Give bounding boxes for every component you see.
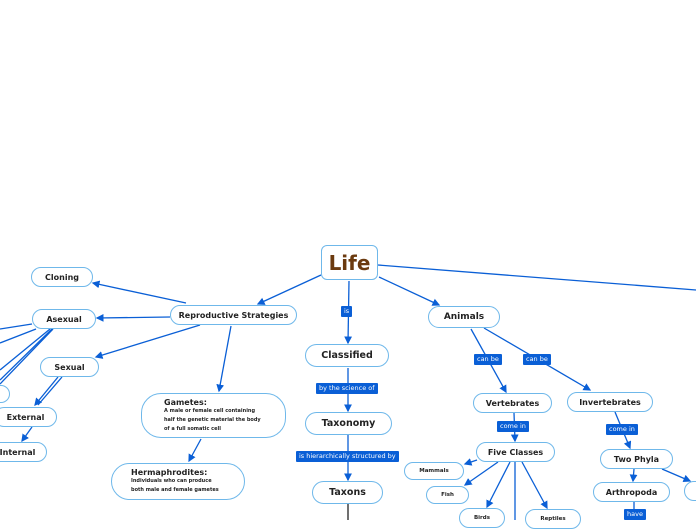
node-cloning[interactable]: Cloning — [31, 267, 93, 287]
node-hermaphrodites[interactable]: Hermaphrodites: Individuals who can prod… — [111, 463, 245, 500]
node-five-classes[interactable]: Five Classes — [476, 442, 555, 462]
node-taxonomy[interactable]: Taxonomy — [305, 412, 392, 435]
gametes-desc: half the genetic material the body — [164, 416, 261, 423]
node-gametes[interactable]: Gametes: A male or female cell containin… — [141, 393, 286, 438]
node-asexual[interactable]: Asexual — [32, 309, 96, 329]
node-invertebrates[interactable]: Invertebrates — [567, 392, 653, 412]
node-arthropoda[interactable]: Arthropoda — [593, 482, 670, 502]
herm-title: Hermaphrodites: — [131, 468, 208, 477]
link-label-have: have — [624, 509, 646, 520]
node-animals[interactable]: Animals — [428, 306, 500, 328]
link-label-come-in: come in — [497, 421, 529, 432]
node-life[interactable]: Life — [321, 245, 378, 280]
node-two-phyla[interactable]: Two Phyla — [600, 449, 673, 469]
link-label-is: is — [341, 306, 353, 317]
node-birds[interactable]: Birds — [459, 508, 505, 528]
link-label-can-be: can be — [474, 354, 502, 365]
herm-desc: Individuals who can produce — [131, 478, 212, 484]
link-label-hierarchically: is hierarchically structured by — [296, 451, 399, 462]
herm-desc: both male and female gametes — [131, 487, 219, 493]
link-label-can-be: can be — [523, 354, 551, 365]
node-sexual[interactable]: Sexual — [40, 357, 99, 377]
node-reptiles[interactable]: Reptiles — [525, 509, 581, 529]
link-label-by-the-science-of: by the science of — [316, 383, 378, 394]
node-mammals[interactable]: Mammals — [404, 462, 464, 480]
node-taxons[interactable]: Taxons — [312, 481, 383, 504]
node-reproductive-strategies[interactable]: Reproductive Strategies — [170, 305, 297, 325]
gametes-title: Gametes: — [164, 397, 207, 407]
node-vertebrates[interactable]: Vertebrates — [473, 393, 552, 413]
node-external[interactable]: External — [0, 407, 57, 427]
node-fish[interactable]: Fish — [426, 486, 469, 504]
gametes-desc: A male or female cell containing — [164, 407, 256, 414]
node-classified[interactable]: Classified — [305, 344, 389, 367]
node-partial-right[interactable] — [684, 481, 696, 501]
gametes-desc: of a full somatic cell — [164, 425, 221, 432]
node-internal[interactable]: Internal — [0, 442, 47, 462]
link-label-come-in: come in — [606, 424, 638, 435]
